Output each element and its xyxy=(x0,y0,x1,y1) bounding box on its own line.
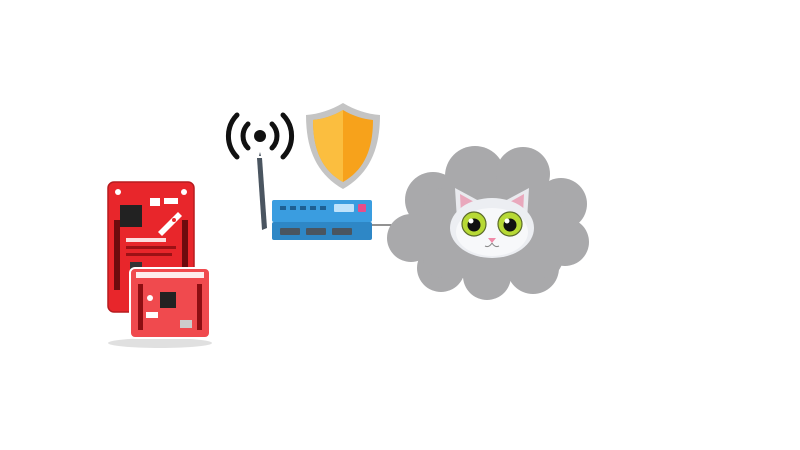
wifi-signal-icon xyxy=(225,112,295,160)
shield-icon xyxy=(306,103,380,189)
cat-face-icon xyxy=(450,188,534,258)
launchpad-boards-icon xyxy=(107,181,212,348)
router-icon xyxy=(257,152,372,240)
